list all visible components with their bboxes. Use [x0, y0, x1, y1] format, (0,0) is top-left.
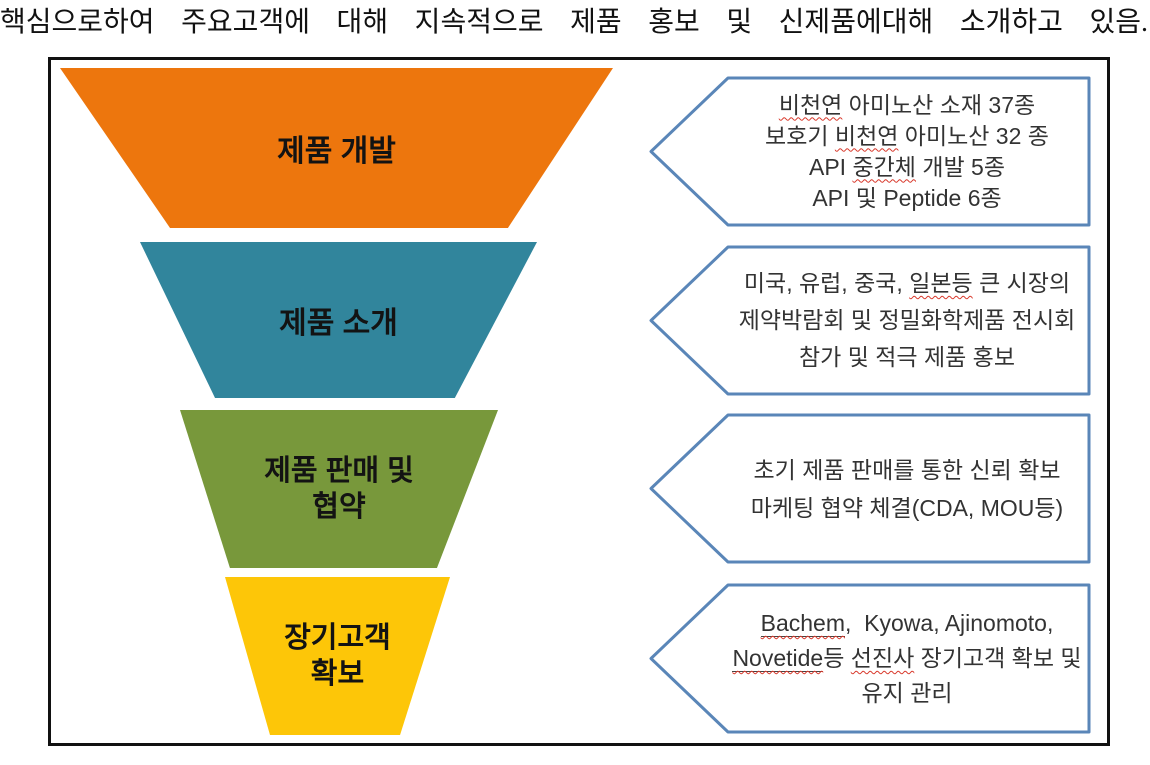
figure-frame: 제품 개발 제품 소개 제품 판매 및 협약 장기고객 확보 비천연 아미노산 …	[48, 57, 1110, 746]
callout-line: Bachem, Kyowa, Ajinomoto,	[760, 610, 1054, 637]
funnel-stage-longterm-customer: 장기고객 확보	[225, 577, 450, 735]
funnel-stage-product-development: 제품 개발	[60, 68, 613, 228]
callout-line: 마케팅 협약 체결(CDA, MOU등)	[750, 494, 1064, 521]
callout-line: 유지 관리	[861, 680, 953, 706]
callout-line: API 및 Peptide 6종	[812, 184, 1002, 211]
callout-line: 초기 제품 판매를 통한 신뢰 확보	[753, 456, 1061, 483]
callout-line: 미국, 유럽, 중국, 일본등 큰 시장의	[743, 270, 1071, 296]
callout-arrow-shape	[649, 76, 1091, 227]
callout-arrow-shape	[649, 245, 1091, 396]
callout-arrow-shape	[649, 413, 1091, 564]
callout-text: Bachem, Kyowa, Ajinomoto, Novetide등 선진사 장…	[730, 583, 1084, 734]
callout-line: 제약박람회 및 정밀화학제품 전시회	[738, 307, 1076, 333]
callout-line: 참가 및 적극 제품 홍보	[798, 344, 1015, 370]
callout-line: 보호기 비천연 아미노산 32 종	[765, 122, 1049, 149]
callout-line: Novetide등 선진사 장기고객 확보 및	[732, 645, 1082, 672]
funnel-stage-label: 제품 개발	[277, 135, 396, 168]
callout-line: 비천연 아미노산 소재 37종	[778, 91, 1036, 118]
funnel-stage-product-introduction: 제품 소개	[140, 242, 537, 398]
callout-line: API 중간체 개발 5종	[808, 153, 1005, 180]
document-body-line: 핵심으로하여 주요고객에 대해 지속적으로 제품 홍보 및 신제품에대해 소개하…	[0, 7, 1148, 38]
funnel-stage-label: 장기고객 확보	[284, 622, 391, 690]
funnel-stage-product-sales-agreement: 제품 판매 및 협약	[180, 410, 498, 568]
funnel-stage-label: 제품 판매 및 협약	[264, 455, 414, 523]
callout-arrow-shape	[649, 583, 1091, 734]
callout-longterm-customer-details: Bachem, Kyowa, Ajinomoto, Novetide등 선진사 장…	[648, 583, 1091, 734]
funnel-stage-label: 제품 소개	[279, 307, 398, 340]
